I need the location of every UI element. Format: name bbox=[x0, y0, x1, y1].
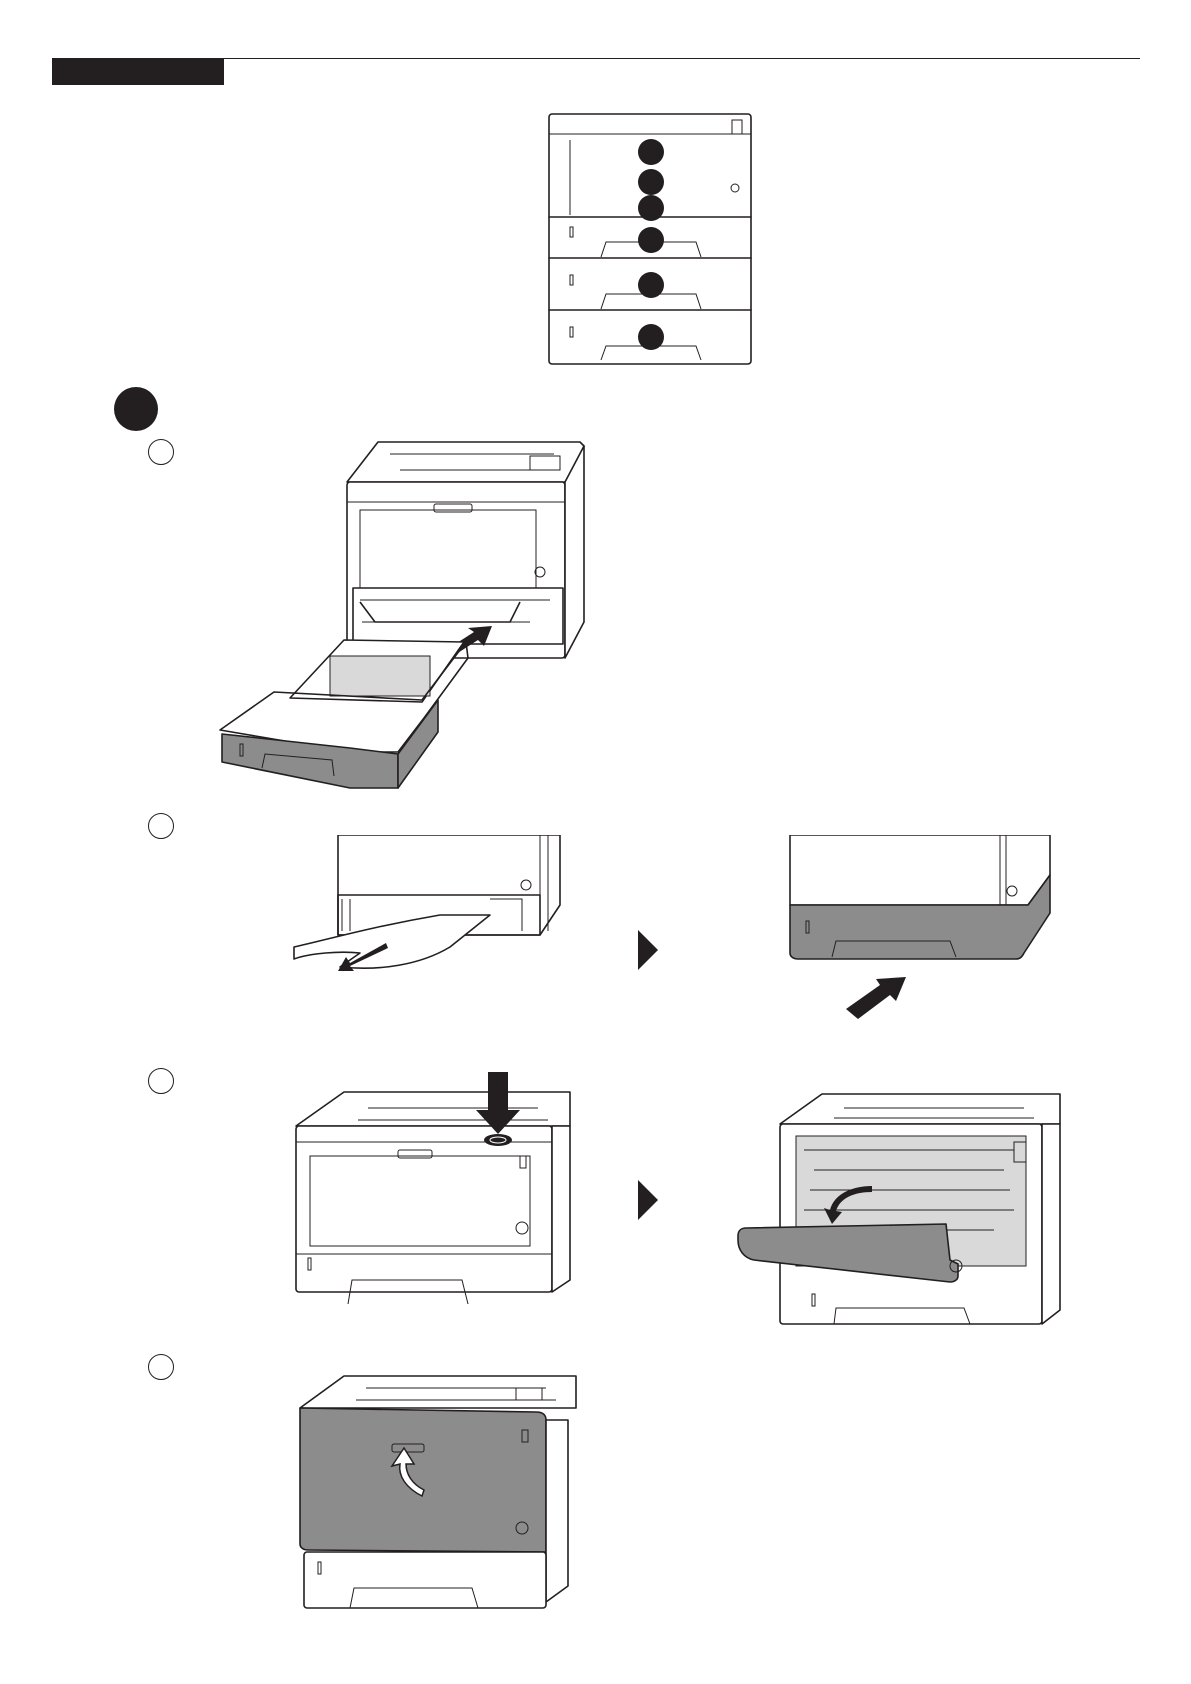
step-1-marker bbox=[148, 439, 174, 465]
jam-marker-6 bbox=[638, 324, 664, 350]
jam-marker-4 bbox=[638, 227, 664, 253]
step-1-figure-remove-cassette bbox=[210, 432, 590, 812]
step-2-figure-pull-paper bbox=[290, 835, 570, 995]
step-4-marker bbox=[148, 1354, 174, 1380]
header-tab bbox=[52, 58, 224, 85]
step-3-marker bbox=[148, 1068, 174, 1094]
step-2-marker bbox=[148, 813, 174, 839]
jam-marker-2 bbox=[638, 169, 664, 195]
jam-marker-1 bbox=[638, 139, 664, 165]
header-rule bbox=[224, 58, 1140, 59]
jam-marker-5 bbox=[638, 272, 664, 298]
next-step-arrowhead-2 bbox=[636, 1178, 660, 1222]
next-step-arrowhead-1 bbox=[636, 928, 660, 972]
step-2-figure-reinsert-cassette bbox=[776, 835, 1066, 1025]
step-3-figure-open-front-cover bbox=[734, 1090, 1074, 1330]
jam-marker-3 bbox=[638, 195, 664, 221]
step-3-figure-press-button bbox=[288, 1068, 578, 1328]
section-marker bbox=[114, 387, 158, 431]
jam-location-overview-diagram bbox=[546, 110, 756, 372]
step-4-figure-close-front-cover bbox=[296, 1372, 586, 1622]
